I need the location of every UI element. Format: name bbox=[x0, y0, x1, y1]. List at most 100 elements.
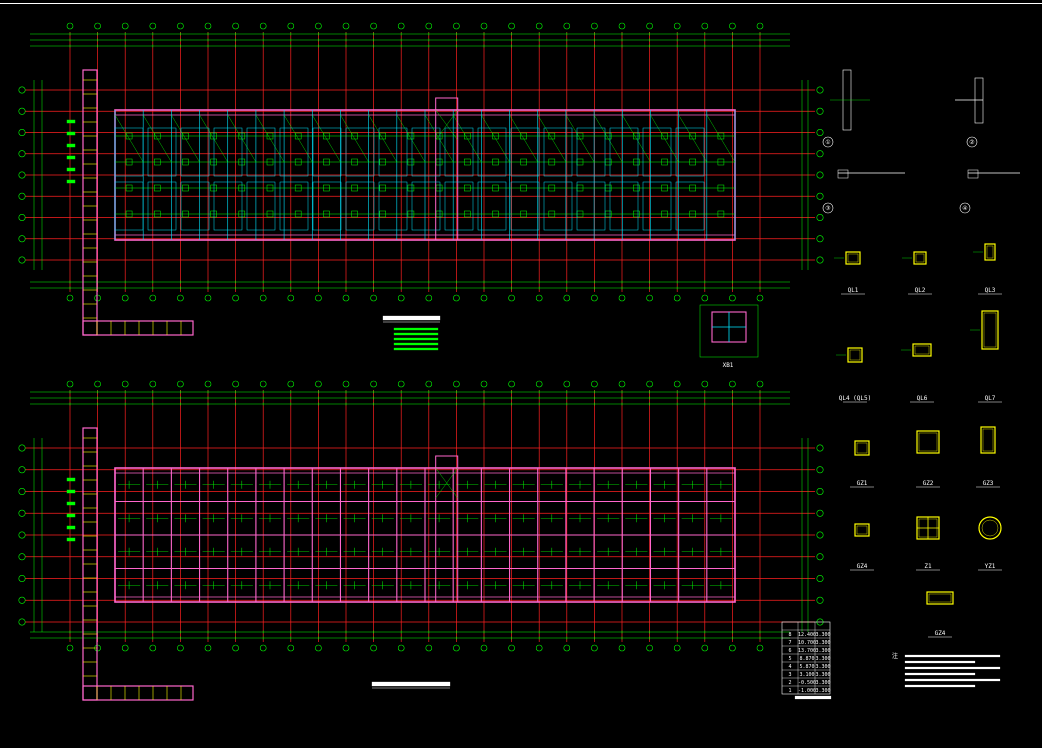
left-axis-bubble bbox=[18, 596, 26, 604]
slab-panel bbox=[675, 127, 705, 177]
slab-panel bbox=[609, 181, 639, 231]
slab-mark bbox=[210, 132, 217, 140]
plan-note-line bbox=[393, 337, 439, 341]
top-axis-bubble bbox=[149, 22, 157, 30]
table-elevation: 13.700 bbox=[798, 648, 816, 654]
slab-diagonal bbox=[340, 114, 369, 163]
bottom-axis-bubble bbox=[149, 644, 157, 652]
top-axis-bubble bbox=[563, 380, 571, 388]
slab-mark bbox=[633, 132, 640, 140]
left-axis-bubble bbox=[18, 553, 26, 561]
ql-section-inner bbox=[983, 312, 997, 348]
top-axis-bubble bbox=[259, 22, 267, 30]
top-axis-bubble bbox=[397, 380, 405, 388]
slab-mark bbox=[661, 210, 668, 218]
slab-panel bbox=[378, 181, 408, 231]
top-axis-bubble bbox=[480, 380, 488, 388]
slab-mark bbox=[717, 210, 725, 218]
slab-panel bbox=[147, 127, 177, 177]
top-axis-bubble bbox=[508, 22, 515, 30]
top-axis-bubble bbox=[701, 22, 709, 30]
slab-mark bbox=[266, 210, 274, 218]
gz-section-outline bbox=[980, 426, 996, 454]
top-axis-bubble bbox=[315, 380, 322, 388]
slab-mark bbox=[464, 132, 471, 140]
top-axis-bubble bbox=[646, 380, 653, 388]
table-height: 3.300 bbox=[815, 688, 830, 694]
left-axis-bubble bbox=[18, 487, 26, 495]
gz-label: GZ4 bbox=[857, 563, 868, 570]
top-axis-bubble bbox=[646, 22, 653, 30]
slab-diagonal bbox=[255, 114, 285, 163]
left-axis-bubble bbox=[18, 466, 26, 474]
ql-label: QL4 (QL5) bbox=[839, 395, 872, 402]
slab-mark bbox=[717, 132, 725, 140]
note-text-line bbox=[904, 660, 976, 664]
right-axis-bubble bbox=[816, 509, 824, 517]
top-axis-bubble bbox=[425, 22, 433, 30]
slab-diagonal bbox=[565, 114, 595, 163]
right-axis-bubble bbox=[816, 553, 824, 561]
gz-label: GZ4 bbox=[935, 630, 946, 637]
bottom-axis-bubble bbox=[177, 644, 184, 652]
slab-mark bbox=[154, 132, 161, 140]
slab-mark bbox=[125, 132, 133, 140]
table-elevation: 3.100 bbox=[799, 672, 814, 678]
slab-mark bbox=[492, 132, 499, 140]
top-axis-bubble bbox=[756, 380, 764, 388]
bottom-axis-bubble bbox=[425, 294, 433, 302]
table-floor-no: 4 bbox=[788, 664, 791, 670]
note-text-line bbox=[904, 684, 976, 688]
gz-section-inner bbox=[928, 593, 952, 603]
right-axis-bubble bbox=[816, 129, 824, 137]
ql-section-outline bbox=[913, 251, 927, 265]
plan-note-line bbox=[393, 342, 439, 346]
bottom-axis-bubble bbox=[701, 644, 709, 652]
slab-mark bbox=[210, 210, 217, 218]
slab-mark bbox=[323, 210, 330, 218]
ql-section-outline bbox=[845, 251, 861, 265]
table-floor-no: 5 bbox=[788, 656, 791, 662]
slab-panel bbox=[378, 127, 408, 177]
bottom-axis-bubble bbox=[453, 294, 460, 302]
right-axis-bubble bbox=[816, 487, 824, 495]
top-axis-bubble bbox=[453, 380, 460, 388]
top-axis-bubble bbox=[591, 22, 598, 30]
table-floor-no: 6 bbox=[788, 648, 791, 654]
top-axis-bubble bbox=[204, 380, 212, 388]
slab-mark bbox=[379, 184, 386, 192]
slab-panel bbox=[411, 181, 441, 231]
table-frame bbox=[781, 621, 831, 695]
slab-diagonal bbox=[678, 114, 707, 163]
bottom-axis-bubble bbox=[370, 644, 377, 652]
stair-core bbox=[435, 97, 459, 241]
slab-mark bbox=[294, 184, 302, 192]
slab-mark bbox=[689, 184, 696, 192]
window-top-border bbox=[0, 3, 1042, 4]
annotation-text-block bbox=[66, 119, 76, 124]
slab-mark bbox=[379, 210, 386, 218]
bottom-axis-bubble bbox=[535, 294, 543, 302]
note-text-line bbox=[904, 678, 1001, 682]
slab-panel bbox=[312, 127, 342, 177]
right-axis-bubble bbox=[816, 171, 824, 179]
slab-panel bbox=[312, 181, 342, 231]
lower-floor-plan bbox=[18, 380, 824, 701]
slab-mark bbox=[210, 184, 217, 192]
ql-label: QL7 bbox=[985, 395, 996, 402]
bottom-axis-bubble bbox=[646, 644, 653, 652]
slab-panel bbox=[114, 181, 144, 231]
slab-mark bbox=[464, 184, 471, 192]
top-axis-bubble bbox=[177, 22, 184, 30]
table-caption bbox=[794, 695, 832, 700]
left-axis-bubble bbox=[18, 235, 26, 243]
annotation-text-block bbox=[66, 525, 76, 530]
slab-panel bbox=[279, 127, 309, 177]
top-axis-bubble bbox=[342, 22, 350, 30]
bottom-axis-bubble bbox=[259, 294, 267, 302]
table-height: 3.300 bbox=[815, 672, 830, 678]
right-axis-bubble bbox=[816, 107, 824, 115]
left-axis-bubble bbox=[18, 574, 26, 582]
ql-section-inner bbox=[915, 253, 925, 263]
